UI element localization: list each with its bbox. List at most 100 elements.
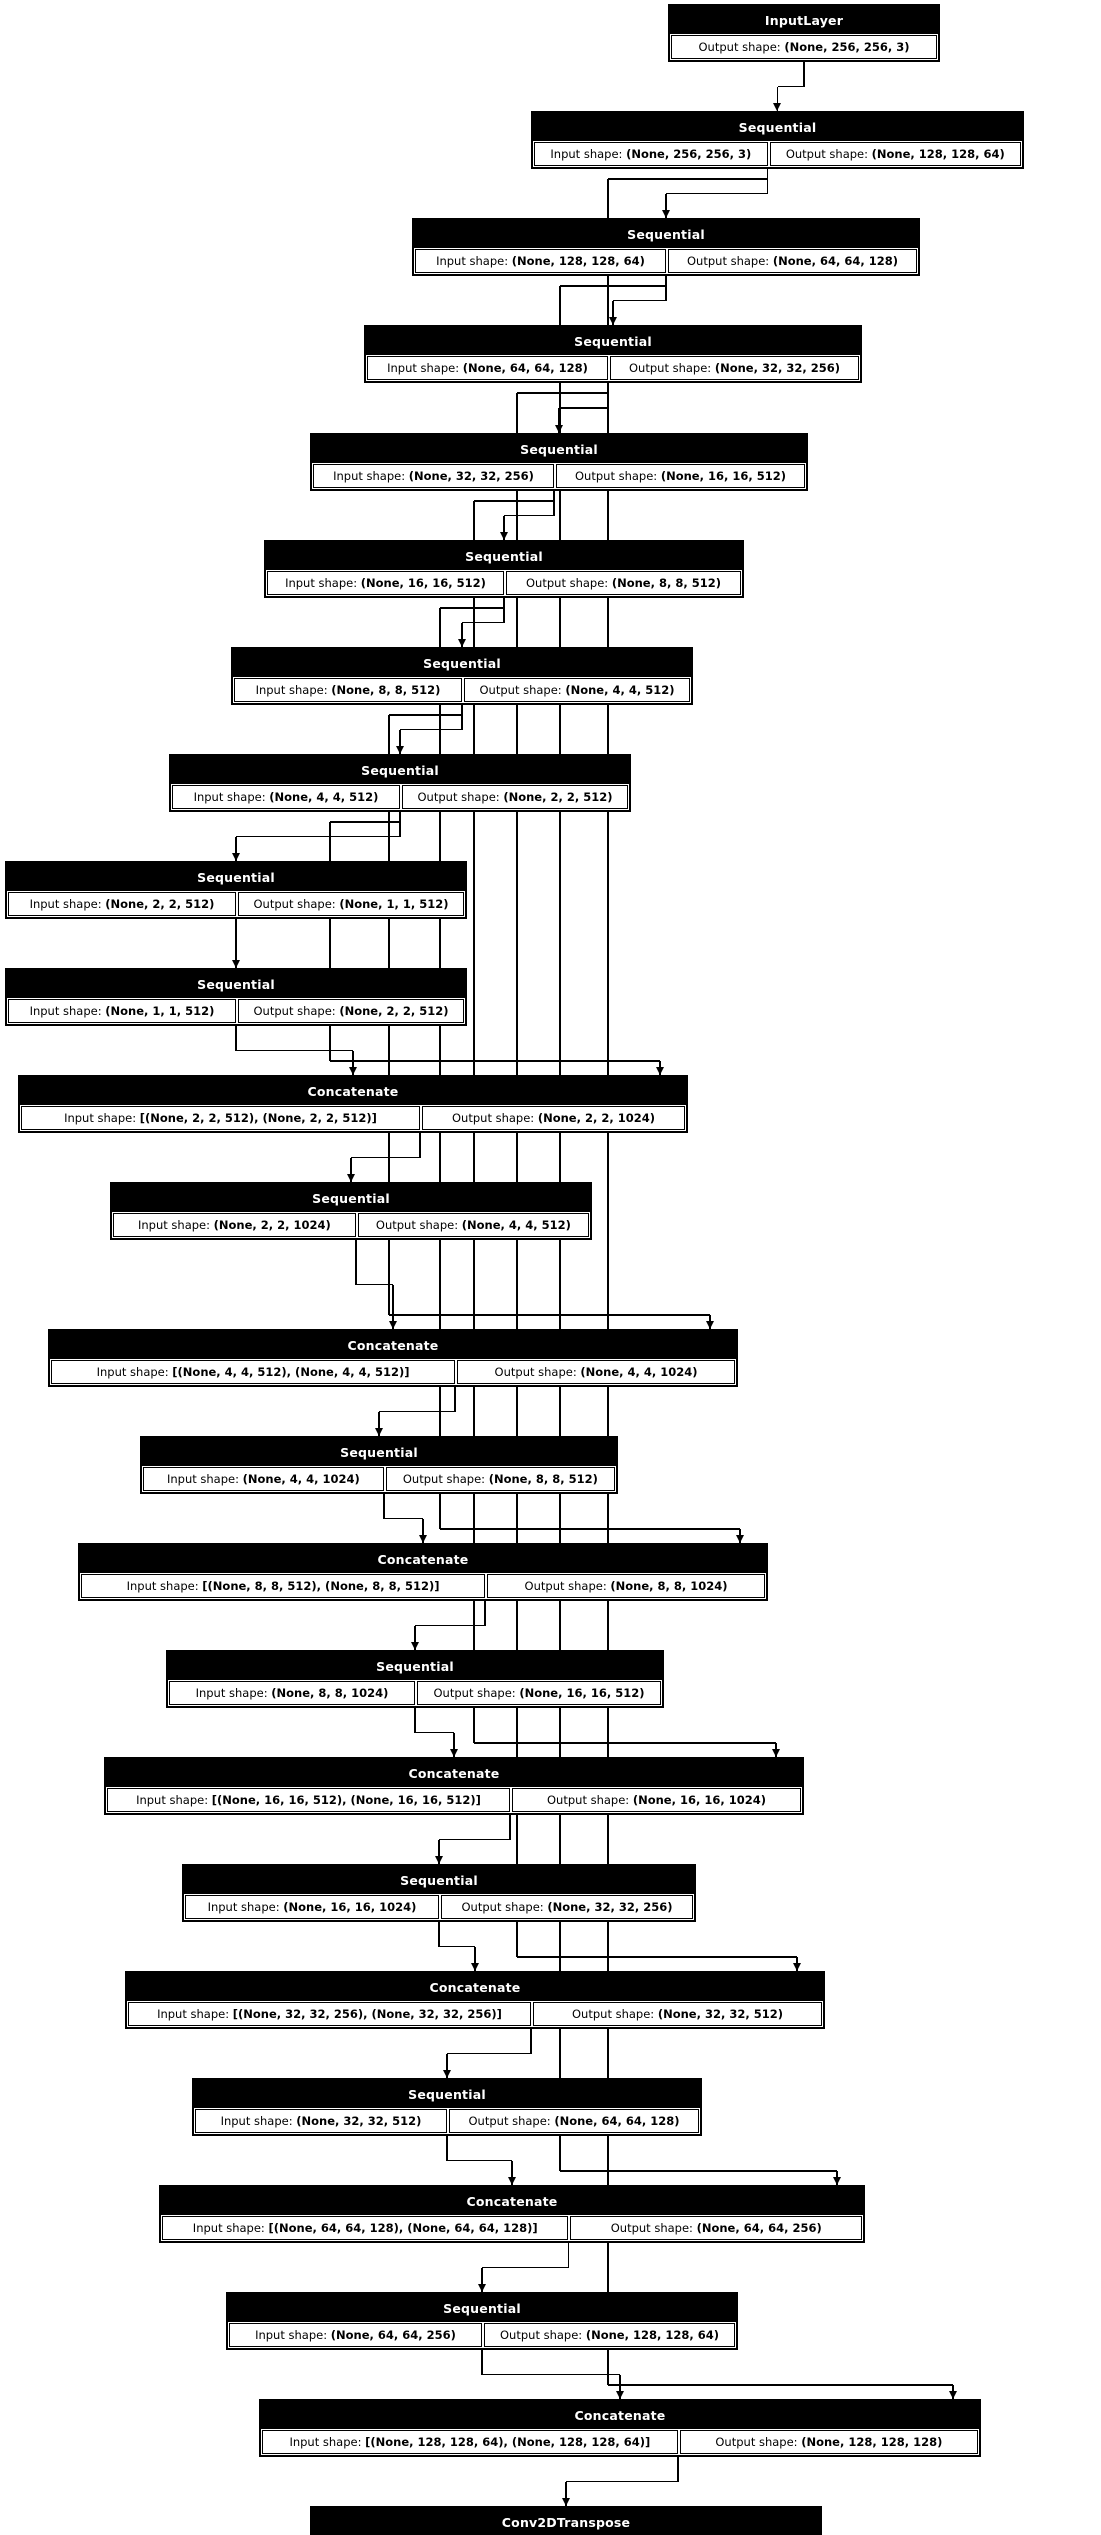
output-shape-label: Output shape: [468, 2114, 551, 2128]
edge-segment-vertical [414, 1625, 416, 1650]
edge-segment-vertical [453, 1732, 455, 1757]
edge-arrowhead [948, 2391, 957, 2399]
node-shape-row: Input shape: (None, 64, 64, 128)Output s… [366, 355, 860, 381]
edge-segment-horizontal [330, 821, 400, 823]
input-shape-value: (None, 4, 4, 512) [269, 790, 379, 804]
edge-segment-vertical [355, 1240, 357, 1285]
edge-arrowhead [470, 1963, 479, 1971]
edge-segment-vertical [484, 1601, 486, 1626]
node-title: Sequential [171, 756, 629, 784]
input-shape-value: (None, 16, 16, 512) [360, 576, 486, 590]
input-shape-label: Input shape: [64, 1111, 137, 1125]
input-shape-label: Input shape: [137, 1218, 210, 1232]
edge-segment-vertical [414, 1708, 416, 1733]
edge-segment-horizontal [504, 514, 555, 517]
node-input-shape: Input shape: [(None, 2, 2, 512), (None, … [21, 1106, 420, 1130]
node-shape-row: Input shape: [(None, 2, 2, 512), (None, … [20, 1105, 686, 1131]
input-shape-value: [(None, 16, 16, 512), (None, 16, 16, 512… [211, 1793, 481, 1807]
node-output-shape: Output shape: (None, 4, 4, 1024) [457, 1360, 735, 1384]
node-shape-row: Input shape: (None, 64, 64, 256)Output s… [228, 2322, 736, 2348]
input-shape-value: (None, 1, 1, 512) [105, 1004, 215, 1018]
edge-arrowhead [410, 1642, 419, 1650]
output-shape-value: (None, 128, 128, 64) [585, 2328, 719, 2342]
edge-segment-horizontal [355, 1283, 393, 1286]
edge-segment-vertical [438, 1922, 440, 1947]
edge-segment-vertical [235, 836, 237, 861]
edge-segment-horizontal [482, 2266, 569, 2269]
edge-arrowhead [615, 2391, 624, 2399]
edge-arrowhead [608, 317, 617, 325]
edge-segment-vertical [776, 86, 779, 111]
edge-segment-horizontal [351, 1156, 420, 1159]
edge-segment-vertical [503, 598, 505, 623]
input-shape-label: Input shape: [255, 683, 328, 697]
node-title: Sequential [184, 1866, 694, 1894]
node-shape-row: Input shape: (None, 16, 16, 512)Output s… [266, 570, 742, 596]
edge-segment-horizontal [439, 1838, 510, 1841]
node-input-shape: Input shape: (None, 8, 8, 512) [234, 678, 462, 702]
graph-node-conv2dtranspose[interactable]: Conv2DTransposeInput shape: (None, 128, … [310, 2506, 822, 2535]
input-shape-value: (None, 64, 64, 128) [462, 361, 588, 375]
output-shape-label: Output shape: [575, 469, 658, 483]
edge-arrowhead [661, 210, 670, 218]
edge-segment-horizontal [482, 2373, 620, 2376]
edge-arrowhead [418, 1535, 427, 1543]
output-shape-value: (None, 256, 256, 3) [784, 40, 910, 54]
output-shape-value: (None, 4, 4, 512) [565, 683, 675, 697]
node-input-shape: Input shape: (None, 64, 64, 256) [229, 2323, 482, 2347]
node-input-shape: Input shape: (None, 4, 4, 1024) [143, 1467, 384, 1491]
node-shape-row: Input shape: (None, 2, 2, 1024) Output sh… [112, 1212, 590, 1238]
edge-segment-vertical [553, 491, 555, 501]
output-shape-label: Output shape: [452, 1111, 535, 1125]
edge-segment-vertical [619, 2374, 621, 2399]
input-shape-value: (None, 16, 16, 1024) [283, 1900, 417, 1914]
output-shape-value: (None, 8, 8, 512) [611, 576, 721, 590]
input-shape-value: (None, 128, 128, 64) [511, 254, 645, 268]
node-input-shape: Input shape: [(None, 4, 4, 512), (None, … [51, 1360, 456, 1384]
edge-segment-horizontal [517, 1956, 797, 1958]
node-input-shape: Input shape: (None, 4, 4, 512) [172, 785, 400, 809]
edge-segment-vertical [461, 705, 463, 730]
edge-arrowhead [832, 2177, 841, 2185]
node-title: Sequential [142, 1438, 616, 1466]
edge-segment-horizontal [379, 1410, 456, 1413]
input-shape-value: (None, 4, 4, 1024) [242, 1472, 360, 1486]
edge-arrowhead [507, 2177, 516, 2185]
edge-segment-horizontal [447, 2159, 512, 2162]
output-shape-label: Output shape: [253, 1004, 336, 1018]
node-output-shape: Output shape: (None, 2, 2, 1024) [422, 1106, 685, 1130]
input-shape-label: Input shape: [29, 1004, 102, 1018]
node-shape-row: Input shape: [(None, 64, 64, 128), (None… [161, 2215, 863, 2241]
node-input-shape: Input shape: (None, 8, 8, 1024) [169, 1681, 415, 1705]
edge-segment-horizontal [608, 178, 768, 180]
edge-segment-vertical [565, 2481, 567, 2506]
input-shape-value: [(None, 32, 32, 256), (None, 32, 32, 256… [232, 2007, 502, 2021]
node-output-shape: Output shape: (None, 4, 4, 512) [357, 1213, 589, 1237]
edge-arrowhead [395, 746, 404, 754]
input-shape-value: (None, 2, 2, 1024) [213, 1218, 331, 1232]
